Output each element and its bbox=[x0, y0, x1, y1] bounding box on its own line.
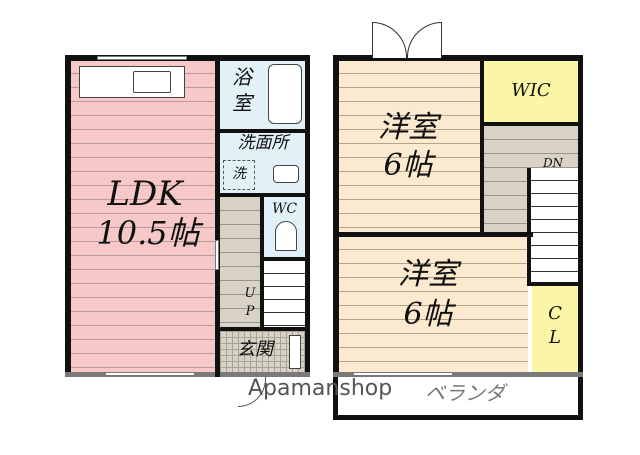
washer-label: 洗 bbox=[232, 166, 246, 182]
closet-label-c: C bbox=[548, 303, 562, 324]
stairs-down-label: DN bbox=[542, 156, 564, 170]
ldk-room bbox=[70, 60, 215, 372]
balcony-door-right[interactable] bbox=[407, 22, 442, 58]
bedroom-2-label: 洋室 bbox=[398, 257, 458, 292]
wall-entrance bbox=[220, 327, 305, 331]
wall-wc bbox=[264, 257, 305, 261]
bedroom-2 bbox=[338, 236, 528, 372]
toilet-icon bbox=[275, 221, 297, 251]
wall-bedrooms bbox=[333, 232, 533, 237]
walk-in-closet bbox=[484, 60, 578, 122]
bedroom-1 bbox=[338, 60, 480, 232]
closet-label-l: L bbox=[549, 327, 561, 348]
wash-basin-icon bbox=[273, 165, 299, 183]
bedroom-1-label: 洋室 bbox=[378, 110, 438, 145]
closet bbox=[532, 286, 578, 372]
bedroom-2-window bbox=[353, 372, 453, 376]
ldk-window-top bbox=[97, 56, 187, 60]
wall-top bbox=[333, 55, 583, 61]
wall-right bbox=[305, 55, 310, 377]
wall-wic bbox=[484, 122, 578, 126]
wc-label: WC bbox=[271, 201, 298, 217]
floor-1-plan: LDK 10.5帖 浴 室 洗面所 洗 U P WC 玄関 bbox=[65, 55, 310, 377]
ldk-window-bottom bbox=[105, 372, 195, 376]
wall-left bbox=[65, 55, 71, 377]
bathroom-label-1: 浴 bbox=[232, 65, 252, 89]
wic-label: WIC bbox=[511, 80, 551, 101]
stairs-down[interactable] bbox=[531, 168, 578, 278]
washroom bbox=[220, 133, 305, 195]
floor-2-plan: 洋室 6帖 WIC DN 洋室 6帖 C L bbox=[333, 55, 583, 377]
wall-closet bbox=[531, 282, 578, 286]
bedroom-1-size: 6帖 bbox=[383, 148, 433, 183]
balcony-door-left[interactable] bbox=[372, 22, 407, 58]
veranda-label: ベランダ bbox=[425, 381, 505, 405]
wall-bath bbox=[220, 129, 305, 133]
washing-machine-space bbox=[223, 160, 255, 190]
stairs-up[interactable] bbox=[264, 261, 305, 327]
watermark: Apamanshop bbox=[248, 376, 393, 401]
wall-bottom bbox=[333, 372, 583, 377]
wall-hall bbox=[260, 197, 264, 327]
bathtub-icon bbox=[268, 64, 302, 124]
wall-right bbox=[578, 55, 583, 377]
shoe-cabinet bbox=[289, 335, 301, 369]
bedroom-2-size: 6帖 bbox=[403, 297, 453, 332]
wall-wash bbox=[220, 193, 305, 197]
wall-top bbox=[65, 55, 310, 61]
ldk-label: LDK bbox=[107, 174, 183, 214]
stairs-up-label-u: U bbox=[244, 286, 256, 301]
wall-left bbox=[333, 55, 339, 377]
wall-bedroom1-right bbox=[480, 55, 484, 237]
stairs-up-label-p: P bbox=[245, 304, 255, 319]
hallway bbox=[220, 197, 260, 327]
washroom-label: 洗面所 bbox=[237, 133, 289, 153]
veranda bbox=[333, 377, 583, 420]
ldk-size-label: 10.5帖 bbox=[96, 214, 200, 252]
wall-stairs bbox=[527, 168, 531, 286]
wall-ldk-divider bbox=[215, 55, 220, 377]
entrance-label: 玄関 bbox=[237, 339, 273, 360]
ldk-door[interactable] bbox=[215, 240, 219, 270]
bathroom-label-2: 室 bbox=[232, 91, 252, 115]
kitchen-sink-icon bbox=[133, 71, 171, 93]
